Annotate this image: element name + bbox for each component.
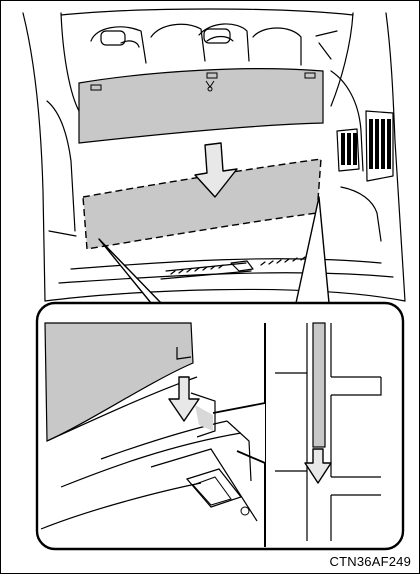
deck-board-lowered	[83, 159, 321, 249]
figure-code: CTN36AF249	[330, 554, 411, 569]
deck-board-raised	[79, 69, 323, 143]
